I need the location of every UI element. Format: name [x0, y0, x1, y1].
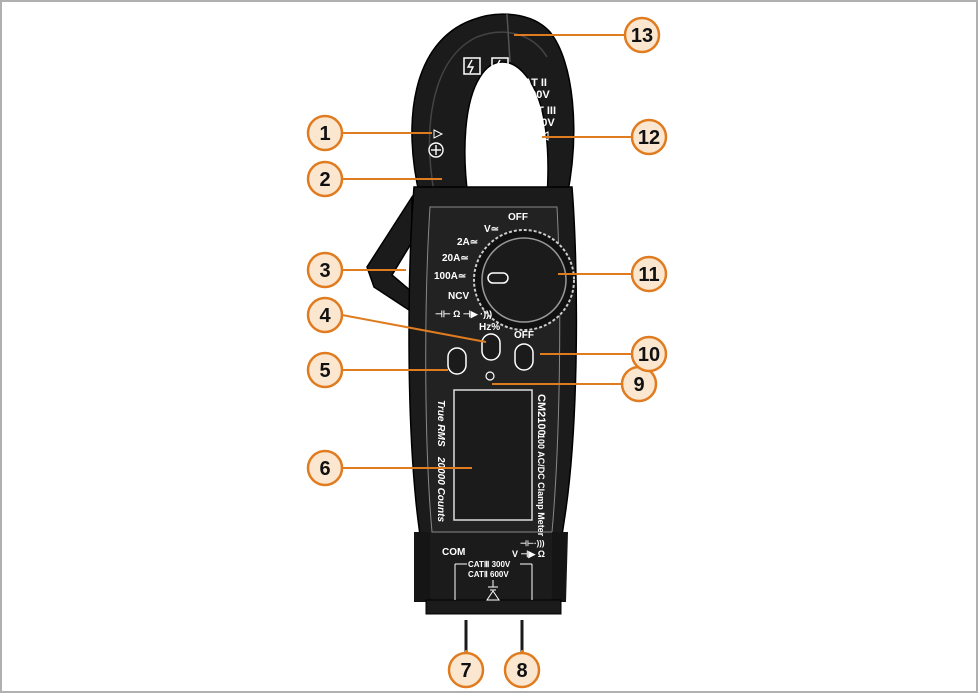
callout-7: 7: [447, 651, 485, 689]
jaw-cat1: CAT II: [516, 77, 547, 89]
model-text: CM2100: [535, 394, 547, 436]
meter-base: [425, 599, 562, 615]
left-button[interactable]: [447, 347, 467, 375]
callout-6: 6: [306, 449, 344, 487]
warning-icon: [486, 590, 500, 601]
lcd-display: [453, 389, 533, 521]
svg-text:11: 11: [638, 264, 659, 286]
clamp-trigger: [366, 194, 413, 314]
dial-multi: ⊣⊢ Ω ⊣▶ ·))): [435, 309, 492, 319]
dial-pointer: [487, 272, 509, 284]
svg-text:3: 3: [319, 260, 330, 282]
svg-text:2: 2: [319, 169, 330, 191]
callout-3: 3: [306, 251, 344, 289]
hazard-icon: [463, 57, 481, 75]
hazard-icon: [491, 57, 509, 75]
leader-lines: [341, 34, 632, 657]
rms-text: True RMS: [435, 400, 446, 447]
svg-text:1: 1: [319, 123, 330, 145]
counts-text: 20000 Counts: [435, 456, 446, 522]
bottom-cat2: CATⅡ 600V: [468, 570, 509, 579]
callout-13: 13: [623, 16, 661, 54]
svg-text:7: 7: [460, 660, 471, 682]
hz-button-label: Hz%: [479, 322, 500, 333]
callout-8: 8: [503, 651, 541, 689]
callout-10: 10: [630, 335, 668, 373]
bottom-cat1: CATⅢ 300V: [468, 560, 511, 569]
dial-off: OFF: [508, 212, 528, 223]
clamp-jaw: [411, 13, 575, 198]
callout-2: 2: [306, 160, 344, 198]
dial-v: V≃: [484, 224, 499, 235]
ground-icon: [488, 580, 498, 591]
com-label: COM: [442, 547, 465, 558]
dial-2a: 2A≃: [457, 237, 478, 248]
callout-9: 9: [620, 365, 658, 403]
off-button[interactable]: [514, 343, 534, 371]
indicator-light: [485, 371, 495, 381]
hz-button[interactable]: [481, 333, 501, 361]
svg-text:10: 10: [638, 344, 660, 366]
dial-ncv: NCV: [448, 291, 469, 302]
svg-text:9: 9: [633, 374, 644, 396]
right-jack-bottom: V ⊣▶ Ω: [512, 549, 545, 559]
model-desc: 100 AC/DC Clamp Meter: [536, 434, 546, 537]
jaw-volt1: 600V: [524, 89, 550, 101]
callouts: 1 2 3 4 5 6 7 8: [306, 16, 668, 689]
jaw-volt2: 300V: [529, 117, 555, 129]
jaw-marker-left: [433, 129, 444, 139]
jaw-cat2: CAT III: [522, 105, 556, 117]
svg-text:13: 13: [631, 25, 653, 47]
callout-4: 4: [306, 296, 344, 334]
svg-text:12: 12: [638, 127, 660, 149]
clamp-meter: CAT II 600V CAT III 300V OFF V≃ 2A≃ 20A≃…: [366, 13, 578, 652]
callout-5: 5: [306, 351, 344, 389]
callout-1: 1: [306, 114, 344, 152]
callout-11: 11: [630, 255, 668, 293]
svg-text:4: 4: [319, 305, 331, 327]
svg-text:5: 5: [319, 360, 330, 382]
off-button-label: OFF: [514, 330, 534, 341]
dial-100a: 100A≃: [434, 271, 466, 282]
dial-20a: 20A≃: [442, 253, 469, 264]
right-jack-top: ⊣⊢·))): [520, 538, 545, 548]
svg-text:6: 6: [319, 458, 330, 480]
callout-12: 12: [630, 118, 668, 156]
svg-text:8: 8: [516, 660, 527, 682]
